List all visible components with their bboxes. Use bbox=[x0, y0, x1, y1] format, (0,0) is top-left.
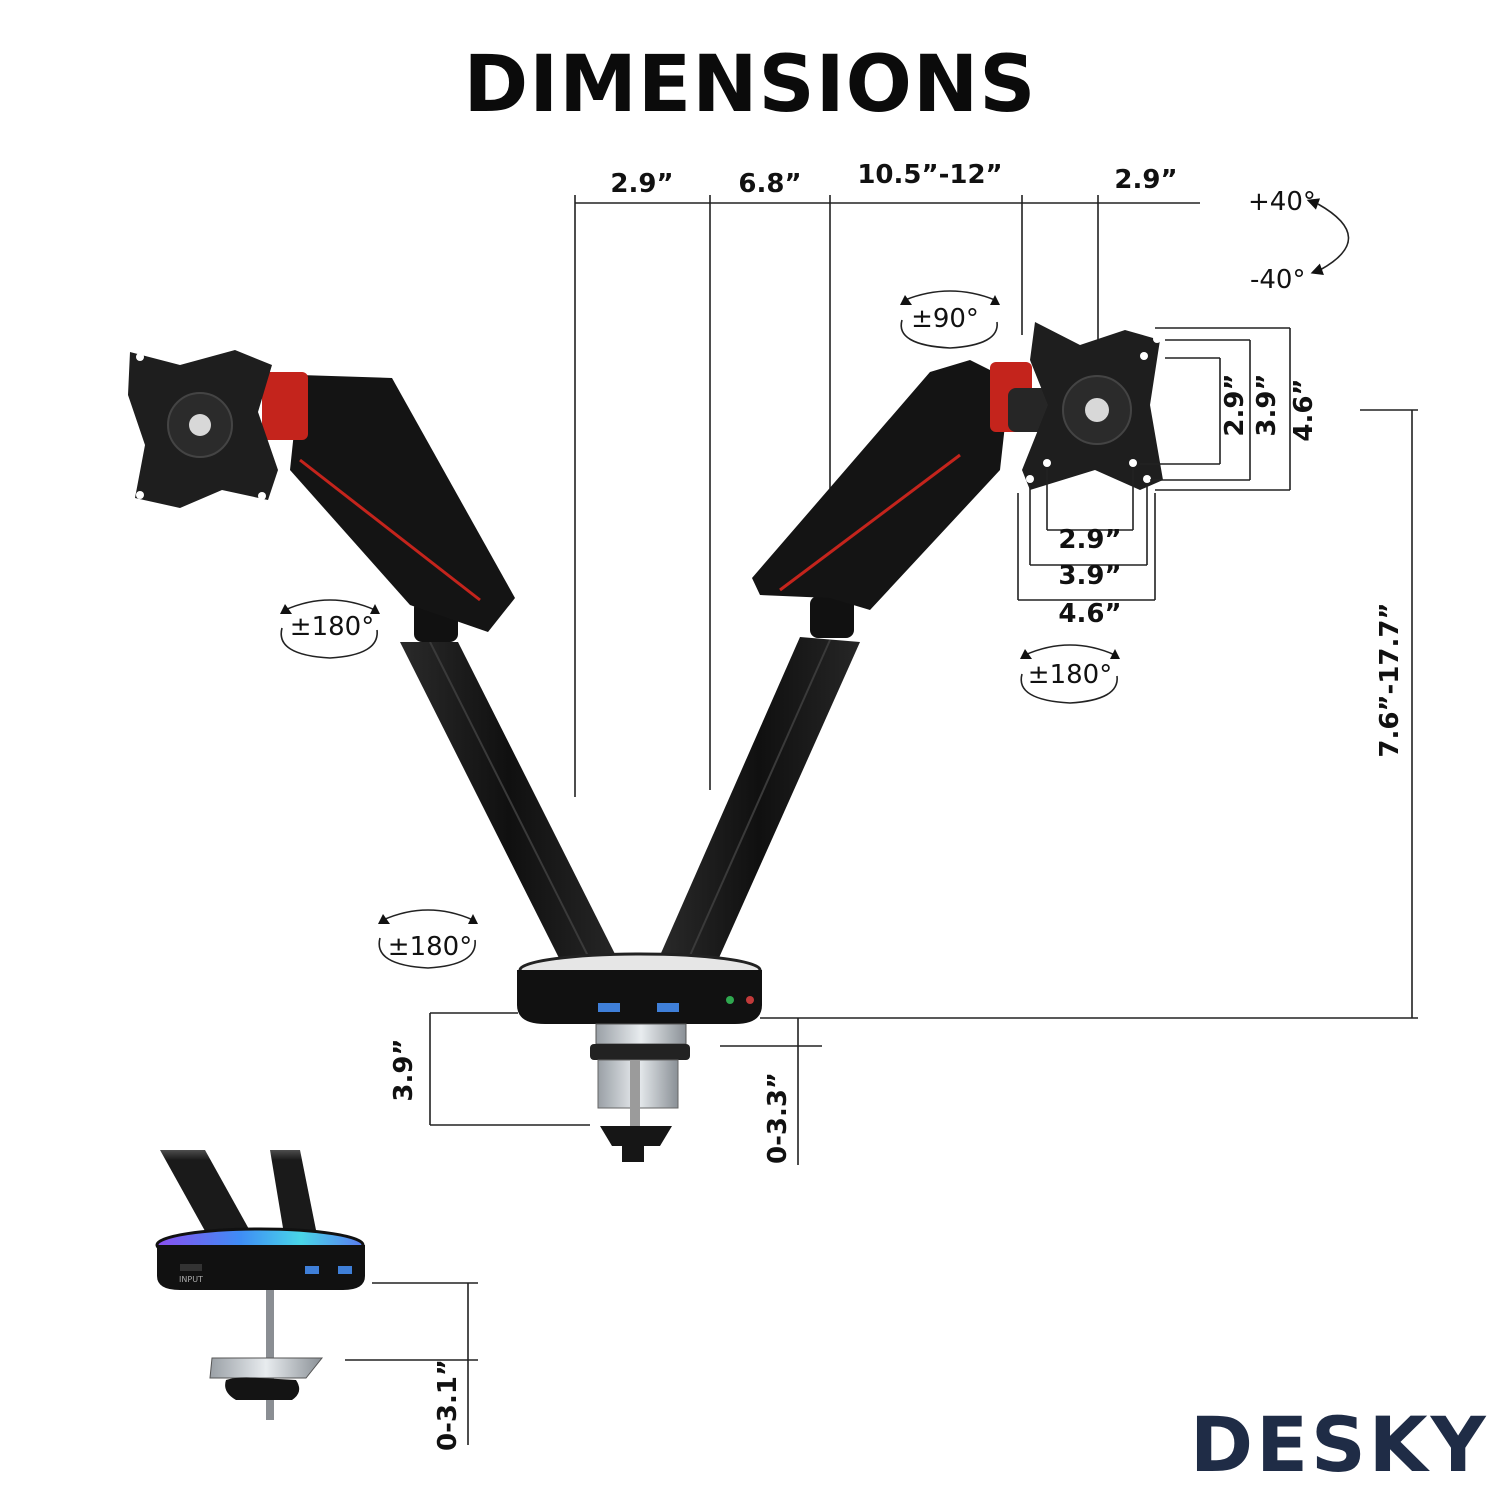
usb-port-icon bbox=[305, 1266, 319, 1274]
vesa-horizontal-large: 4.6” bbox=[1058, 599, 1121, 629]
grommet-dimension-lines bbox=[345, 1282, 478, 1445]
rotation-right-arm-icon bbox=[1020, 644, 1120, 704]
rotation-base: ±180° bbox=[388, 932, 472, 962]
rotation-right-arm: ±180° bbox=[1028, 660, 1112, 690]
left-vesa-plate bbox=[128, 350, 278, 508]
rotation-head-right: ±90° bbox=[911, 304, 979, 334]
right-vesa-plate bbox=[1022, 322, 1163, 490]
right-lower-arm bbox=[658, 637, 860, 961]
vesa-horizontal-lines bbox=[1017, 468, 1156, 601]
vesa-horizontal-small: 2.9” bbox=[1058, 525, 1121, 555]
left-lower-arm bbox=[400, 641, 618, 961]
vesa-vertical-large: 4.6” bbox=[1289, 378, 1319, 441]
audio-port-icon bbox=[746, 996, 754, 1004]
height-range: 7.6”-17.7” bbox=[1375, 602, 1405, 757]
vesa-vertical-small: 2.9” bbox=[1220, 373, 1250, 436]
usb-port-icon bbox=[598, 1003, 620, 1012]
audio-port-icon bbox=[726, 996, 734, 1004]
left-upper-arm bbox=[262, 372, 515, 632]
top-dim-4: 2.9” bbox=[1114, 165, 1177, 195]
vesa-vertical-lines bbox=[1140, 327, 1291, 491]
base-dimension-lines bbox=[429, 1012, 822, 1165]
desk-clamp bbox=[590, 1023, 690, 1162]
tilt-down-label: -40° bbox=[1250, 265, 1305, 295]
tilt-up-label: +40° bbox=[1248, 187, 1316, 217]
right-upper-arm bbox=[752, 360, 1052, 610]
base-unit bbox=[517, 952, 762, 1024]
tilt-arrow-icon bbox=[1306, 198, 1350, 275]
grommet-inset: INPUT bbox=[140, 1120, 365, 1420]
rotation-left-arm-icon bbox=[280, 599, 380, 659]
top-dim-2: 6.8” bbox=[738, 169, 801, 199]
rotation-head-right-icon bbox=[900, 290, 1000, 349]
top-dim-1: 2.9” bbox=[610, 169, 673, 199]
usb-port-icon bbox=[657, 1003, 679, 1012]
grommet-range: 0-3.1” bbox=[433, 1359, 463, 1451]
rotation-left-arm: ±180° bbox=[290, 612, 374, 642]
rotation-base-icon bbox=[378, 909, 478, 969]
top-dimension-lines bbox=[574, 195, 1200, 797]
vesa-vertical-medium: 3.9” bbox=[1252, 373, 1282, 436]
top-dim-3: 10.5”-12” bbox=[857, 160, 1002, 190]
page-title: DIMENSIONS bbox=[463, 40, 1037, 130]
usb-port-icon bbox=[338, 1266, 352, 1274]
base-input-label: INPUT bbox=[179, 1275, 203, 1284]
brand-logo: DESKY bbox=[1190, 1400, 1489, 1489]
base-height: 3.9” bbox=[389, 1038, 419, 1101]
height-dimension-lines bbox=[760, 409, 1418, 1019]
clamp-range: 0-3.3” bbox=[763, 1072, 793, 1164]
vesa-horizontal-medium: 3.9” bbox=[1058, 561, 1121, 591]
right-joint bbox=[810, 596, 854, 638]
